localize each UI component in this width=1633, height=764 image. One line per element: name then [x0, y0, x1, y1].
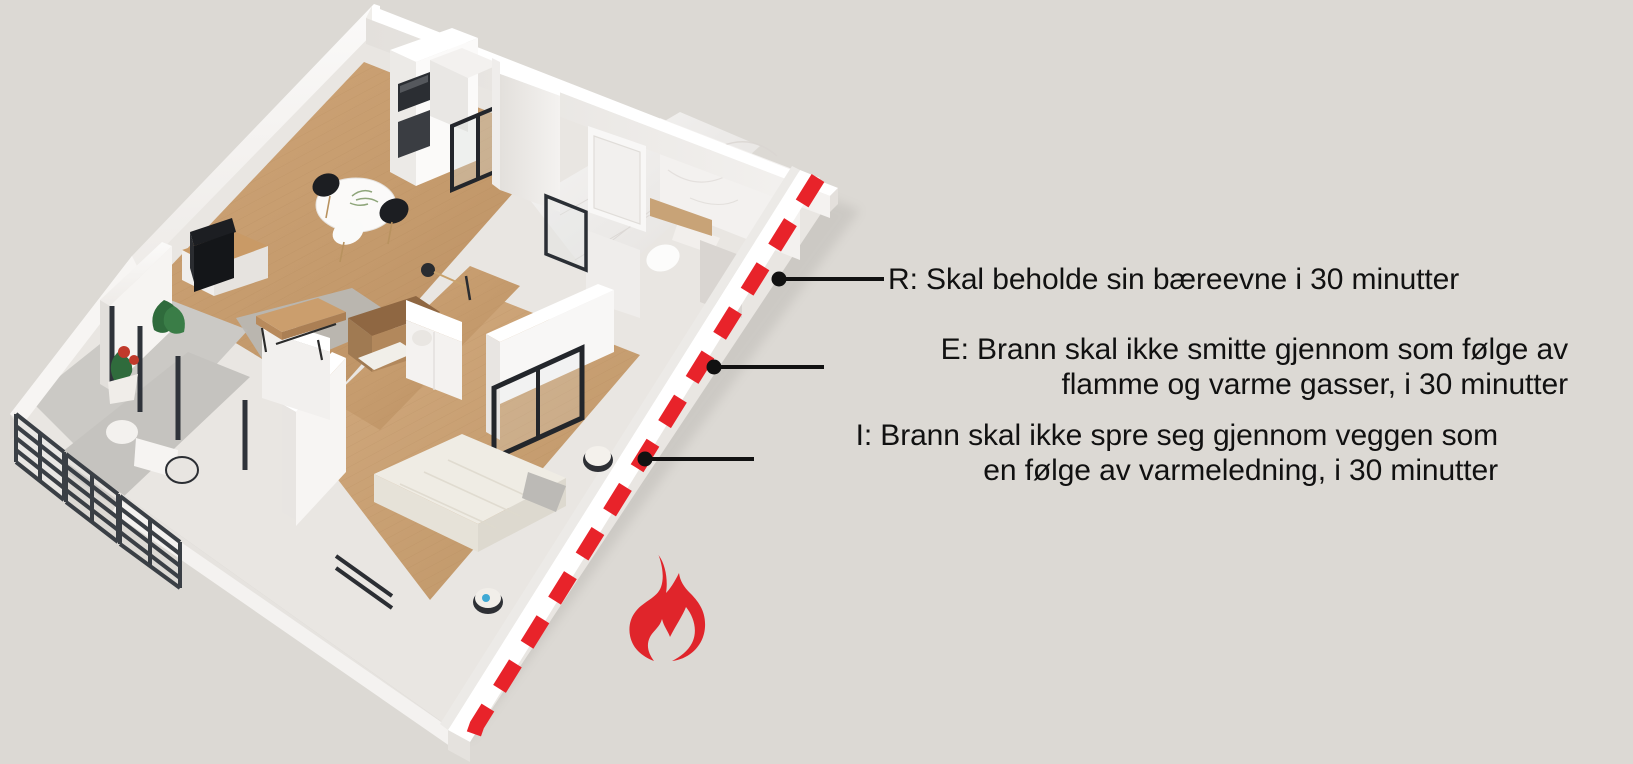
- kitchen-counter: [430, 48, 500, 132]
- stool: [412, 330, 432, 346]
- kitchen-appliances: [398, 72, 430, 158]
- balcony-railing: [14, 412, 182, 590]
- plant-red: [108, 346, 139, 404]
- isometric-floor-plan: [10, 4, 860, 762]
- plant-on-table: [349, 189, 379, 207]
- balcony-glass-door: [109, 306, 248, 470]
- tv-screen: [194, 232, 234, 292]
- annotation-text-r: R: Skal beholde sin bæreevne i 30 minutt…: [888, 263, 1460, 296]
- coffee-table: [256, 298, 346, 361]
- balcony-furniture: [106, 420, 199, 484]
- dining-chairs: [312, 173, 409, 263]
- flame-icon: [606, 553, 710, 665]
- wall-hall-bathroom: [492, 58, 560, 212]
- wall-bottom-exterior: [112, 500, 470, 760]
- annotation-text-e: E: Brann skal ikke smitte gjennom som fø…: [940, 333, 1568, 402]
- annotation-text-i: I: Brann skal ikke spre seg gjennom vegg…: [855, 419, 1499, 488]
- plant-left: [152, 300, 185, 334]
- bedroom-radiator: [334, 554, 394, 610]
